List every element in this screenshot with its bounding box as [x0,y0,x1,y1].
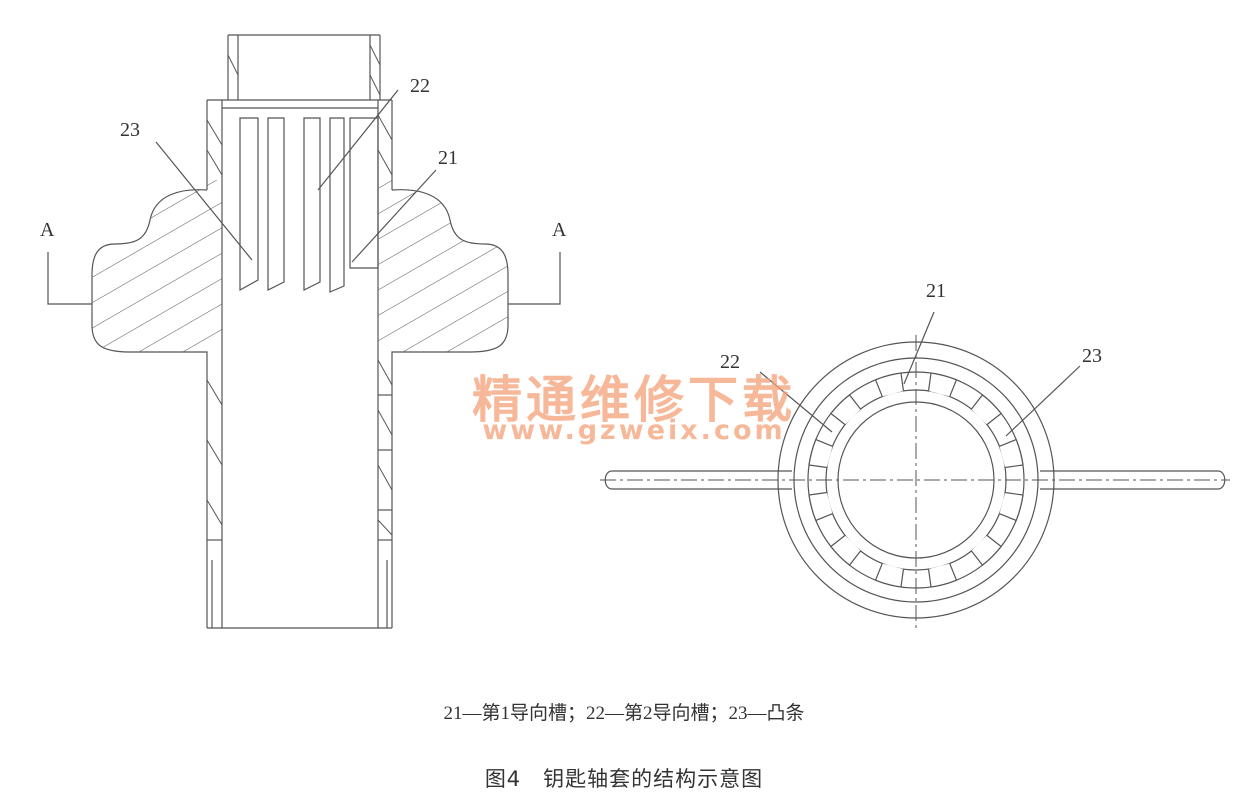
callout-label: 23 [1082,345,1102,367]
groove-tooth [830,534,862,566]
groove-tooth [830,394,862,426]
groove-tooth [808,491,833,522]
groove-tooth [874,563,905,588]
groove-tooth [927,563,958,588]
callout-21-left: 21 [351,147,458,263]
callout-label: 22 [410,75,430,97]
callout-22-left: 22 [317,75,430,191]
rib [303,117,321,291]
sectional-elevation-view: A A 23 22 21 [40,34,567,629]
groove-tooth [970,534,1002,566]
lower-shaft [206,359,393,629]
rib [329,117,345,293]
section-label-left: A [40,219,55,241]
figure-title: 图4 钥匙轴套的结构示意图 [484,767,764,791]
groove-tooth [970,394,1002,426]
callout-23-left: 23 [120,119,253,261]
left-flange-hatch [92,180,222,352]
section-marker-left: A [40,219,92,305]
top-tube [227,34,381,100]
rib [267,117,285,291]
watermark-chinese: 精通维修下载 [472,371,796,429]
groove-teeth [808,372,1024,588]
groove-tooth [874,372,905,397]
rib [239,117,259,292]
callout-label: 21 [926,280,946,302]
section-marker-right: A [508,219,567,305]
callout-label: 21 [438,147,458,169]
figure-legend: 21—第1导向槽；22—第2导向槽；23—凸条 [443,703,805,724]
cross-section-view: 21 22 23 [600,280,1230,632]
groove-tooth [927,372,958,397]
rib [349,117,379,269]
right-flange-hatch [378,180,508,352]
callout-label: 23 [120,119,140,141]
section-label-right: A [552,219,567,241]
groove-tooth [999,438,1024,469]
callout-21-right: 21 [903,280,946,385]
callout-label: 22 [720,351,740,373]
callout-22-right: 22 [720,351,833,433]
handle-bar [604,470,1226,490]
watermark-url: www.gzweix.com [482,415,786,446]
groove-tooth [999,491,1024,522]
groove-tooth [808,438,833,469]
callout-23-right: 23 [1005,345,1102,437]
